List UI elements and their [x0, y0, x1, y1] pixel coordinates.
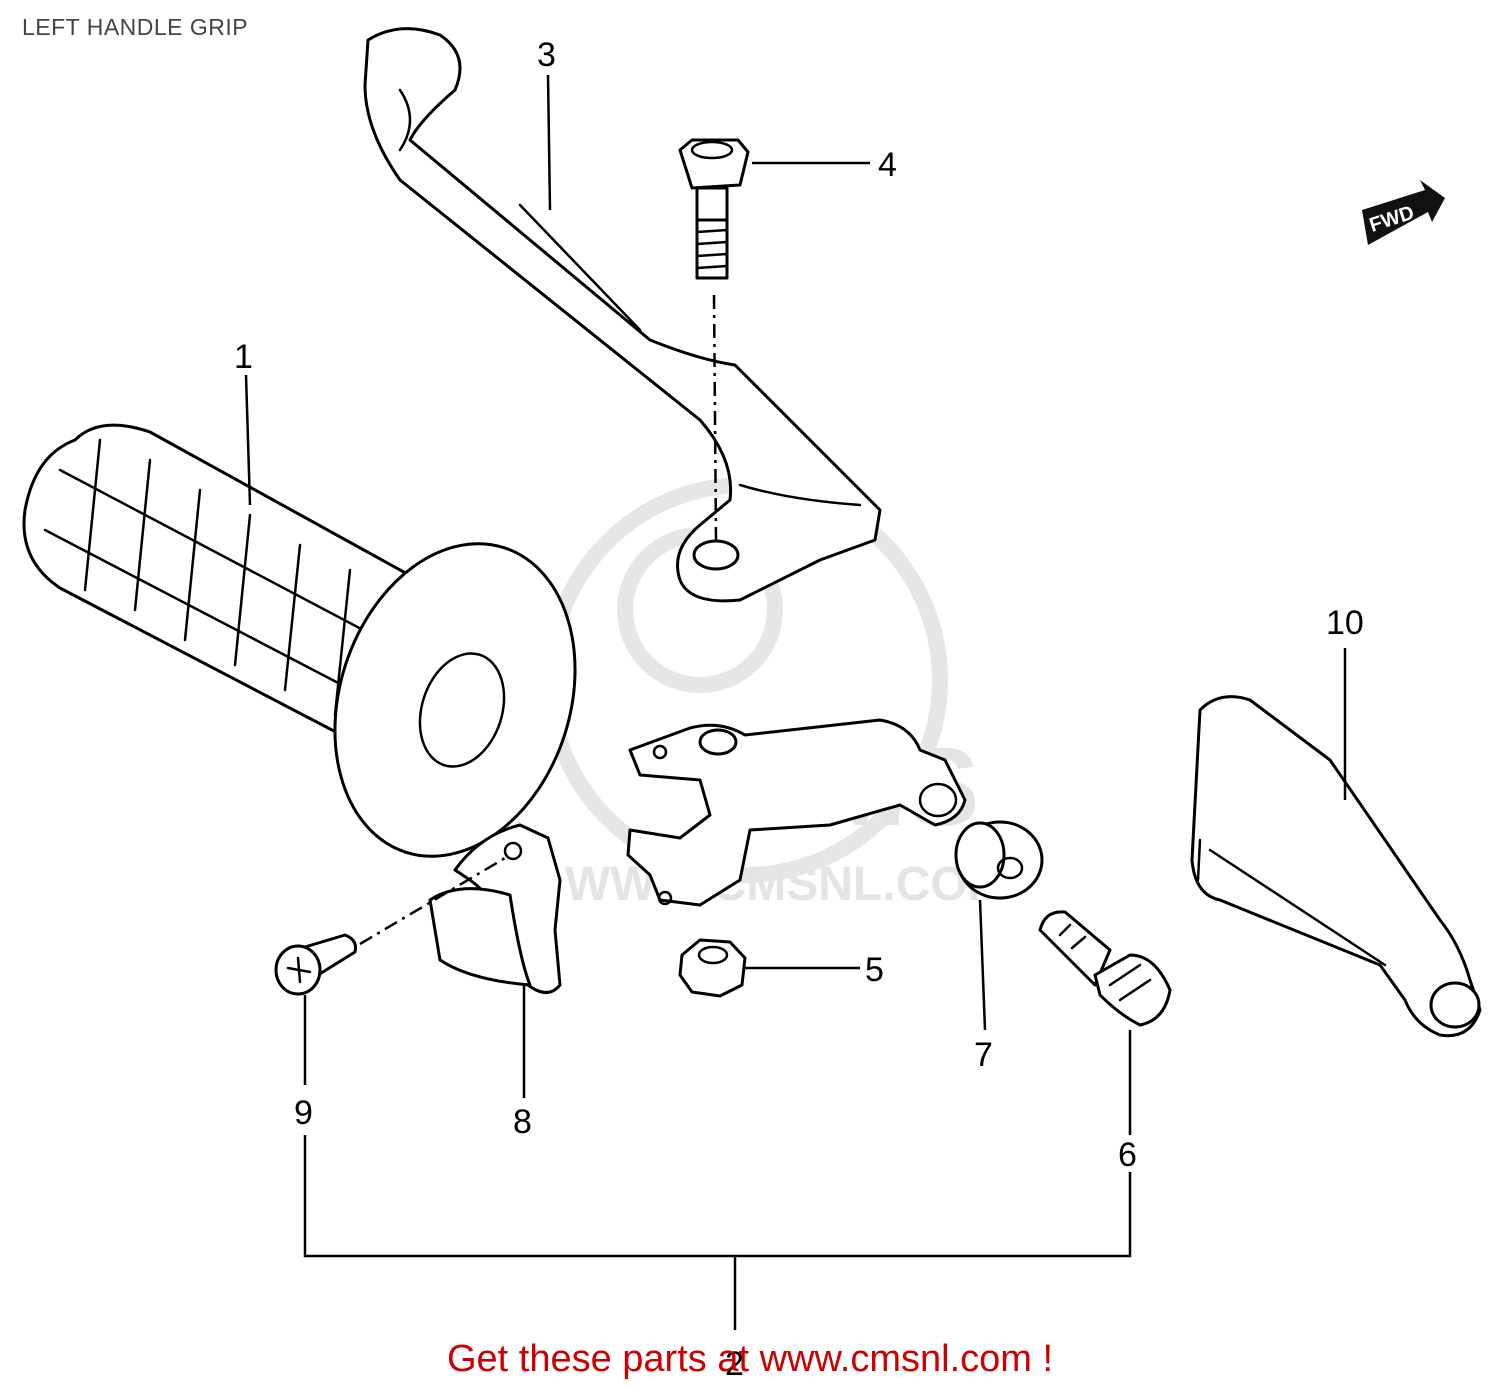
- part-9-screw: [274, 933, 357, 996]
- bolt-axis-line: [712, 294, 718, 541]
- part-4-bolt: [678, 138, 750, 280]
- callout-3: 3: [537, 36, 556, 74]
- callout-10: 10: [1326, 604, 1364, 642]
- callout-2: 2: [725, 1345, 744, 1383]
- callout-4: 4: [878, 146, 897, 184]
- callout-1: 1: [234, 338, 253, 376]
- leader-lines: [244, 74, 1347, 1330]
- callout-9: 9: [294, 1094, 313, 1132]
- part-8-clamp: [428, 823, 562, 994]
- watermark-url: WWW.CMSNL.COM: [565, 858, 1008, 911]
- callout-5: 5: [865, 951, 884, 989]
- part-7-locknut: [954, 820, 1044, 900]
- fwd-arrow-icon: FWD: [1362, 180, 1445, 245]
- footer-link[interactable]: Get these parts at www.cmsnl.com !: [446, 1338, 1054, 1380]
- part-5-nut: [678, 938, 747, 998]
- part-10-boot: [1190, 695, 1482, 1038]
- part-2-perch: [626, 718, 967, 907]
- callout-8: 8: [513, 1103, 532, 1141]
- diagram-title: LEFT HANDLE GRIP: [22, 14, 249, 40]
- part-1-grip: [22, 423, 577, 858]
- callouts: 1 2 3 4 5 6 7 8 9 10: [234, 36, 1364, 1383]
- callout-6: 6: [1118, 1136, 1137, 1174]
- callout-7: 7: [974, 1036, 993, 1074]
- part-6-adjuster: [1038, 910, 1172, 1027]
- part-3-lever: [363, 27, 882, 603]
